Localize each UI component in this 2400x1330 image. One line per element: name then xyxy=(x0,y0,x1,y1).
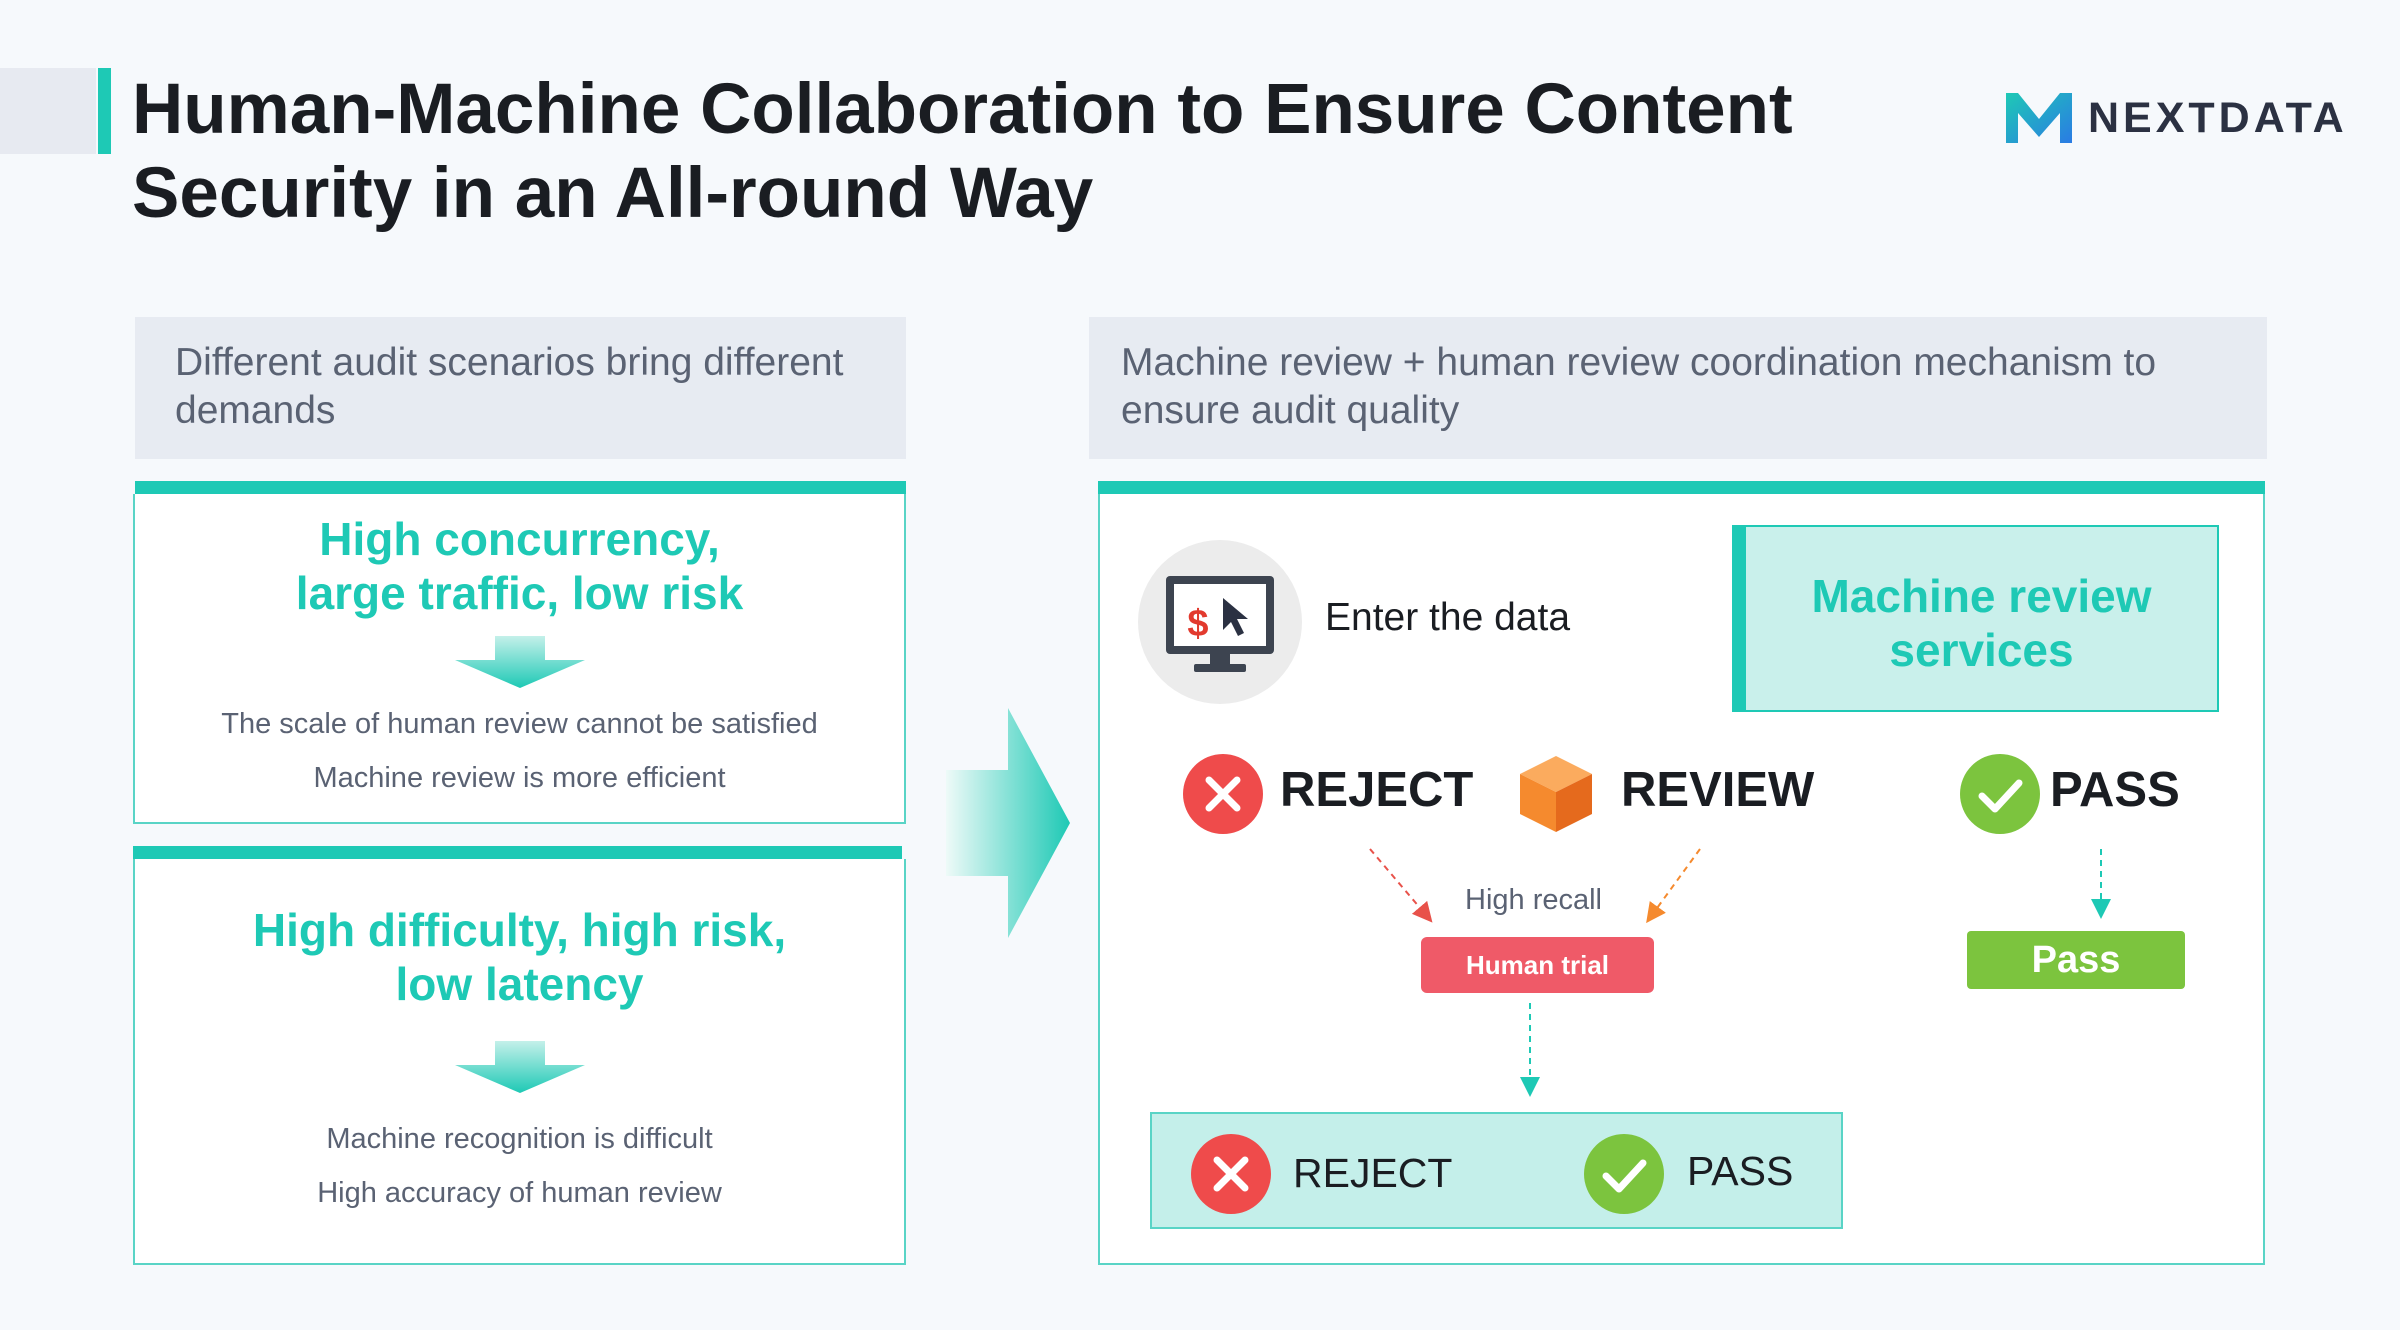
card-title: High concurrency, large traffic, low ris… xyxy=(295,513,744,619)
scenario-card-high-difficulty: High difficulty, high risk, low latency … xyxy=(133,859,906,1265)
pass-label: PASS xyxy=(2050,763,2180,817)
card-top-bar xyxy=(135,481,906,494)
flow-connectors xyxy=(1369,848,2111,1097)
cube-icon xyxy=(1520,756,1592,832)
close-circle-icon xyxy=(1191,1134,1271,1214)
close-circle-icon xyxy=(1183,754,1263,834)
arrow-down-icon xyxy=(454,1041,585,1093)
title-accent-bar xyxy=(98,68,111,154)
card-line: Machine review is more efficient xyxy=(313,762,726,794)
scenario-card-high-concurrency: High concurrency, large traffic, low ris… xyxy=(133,494,906,824)
review-label: REVIEW xyxy=(1621,763,1815,817)
reject-label: REJECT xyxy=(1280,763,1474,817)
machine-review-services-box: Machine review services xyxy=(1732,525,2219,712)
arrow-down-icon xyxy=(454,636,585,688)
result-reject-label: REJECT xyxy=(1293,1150,1453,1196)
result-pass-label: PASS xyxy=(1687,1148,1794,1194)
page-title: Human-Machine Collaboration to Ensure Co… xyxy=(132,70,1793,233)
check-circle-icon xyxy=(1960,754,2040,834)
nextdata-logo-icon xyxy=(2006,93,2072,143)
logo: NEXTDATA xyxy=(2004,88,2348,148)
card-line: Machine recognition is difficult xyxy=(326,1123,713,1155)
high-recall-label: High recall xyxy=(1465,884,1602,916)
card-line: The scale of human review cannot be sati… xyxy=(221,708,818,740)
right-section-header: Machine review + human review coordinati… xyxy=(1089,317,2267,459)
check-circle-icon xyxy=(1584,1134,1664,1214)
panel-top-bar xyxy=(1098,481,2265,494)
svg-text:$: $ xyxy=(1187,603,1208,645)
title-tab-decoration xyxy=(0,68,96,154)
pass-badge: Pass xyxy=(1967,931,2185,989)
card-line: High accuracy of human review xyxy=(317,1177,722,1209)
enter-data-label: Enter the data xyxy=(1325,596,1571,639)
left-section-header: Different audit scenarios bring differen… xyxy=(135,317,906,459)
card-title: High difficulty, high risk, low latency xyxy=(252,904,787,1010)
logo-text: NEXTDATA xyxy=(2088,93,2348,142)
arrow-right-icon xyxy=(946,708,1070,938)
monitor-dollar-icon: $ xyxy=(1138,540,1302,704)
card-top-bar xyxy=(133,846,902,859)
human-trial-badge: Human trial xyxy=(1421,937,1654,993)
